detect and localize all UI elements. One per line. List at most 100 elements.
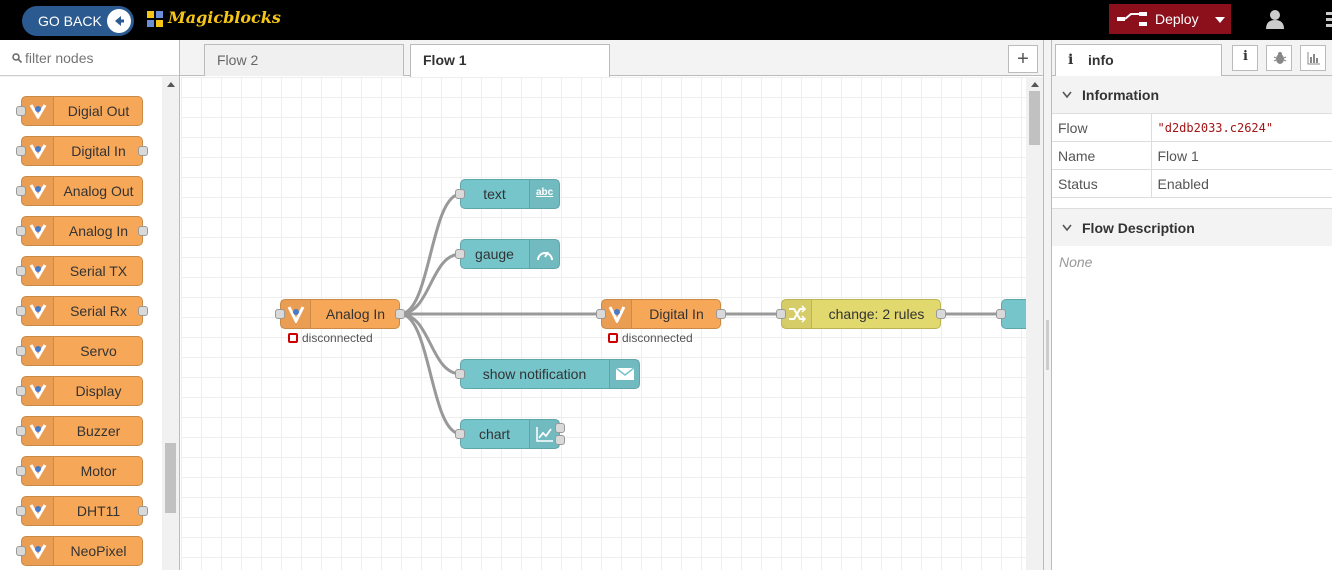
palette-node-label: Buzzer: [76, 423, 121, 439]
node-label: chart: [478, 426, 511, 442]
palette-node[interactable]: NeoPixel: [16, 536, 143, 566]
filter-nodes-input[interactable]: [25, 48, 170, 68]
wire-analog-to-gauge: [399, 252, 462, 316]
palette-node[interactable]: Serial Rx: [16, 296, 148, 326]
scroll-up-icon[interactable]: [1031, 82, 1039, 87]
flow-node-text[interactable]: text abc: [455, 179, 560, 209]
output-port[interactable]: [395, 309, 405, 319]
input-port[interactable]: [455, 189, 465, 199]
flow-node-gauge[interactable]: gauge: [455, 239, 560, 269]
row-value: "d2db2033.c2624": [1150, 113, 1332, 142]
go-back-button[interactable]: GO BACK: [22, 6, 134, 36]
dashboard-tab-button[interactable]: [1300, 45, 1326, 71]
input-port: [16, 346, 26, 356]
wire-analog-to-text: [399, 192, 462, 316]
information-section-header[interactable]: Information: [1052, 76, 1332, 114]
row-key: Flow: [1052, 113, 1152, 142]
input-port[interactable]: [455, 249, 465, 259]
palette-node[interactable]: Servo: [16, 336, 143, 366]
debug-tab-button[interactable]: [1266, 45, 1292, 71]
deploy-label: Deploy: [1155, 11, 1199, 27]
output-port[interactable]: [936, 309, 946, 319]
magicblocks-node-icon: [602, 300, 632, 328]
line-chart-icon: [529, 420, 559, 448]
flow-node-chart[interactable]: chart: [455, 419, 565, 449]
magicblocks-node-icon: [22, 537, 54, 565]
palette-node[interactable]: Digital In: [16, 136, 148, 166]
palette-node[interactable]: DHT11: [16, 496, 148, 526]
palette-node-label: Analog Out: [63, 183, 134, 199]
palette-node[interactable]: Analog In: [16, 216, 148, 246]
deploy-button[interactable]: Deploy: [1109, 4, 1231, 34]
palette-node[interactable]: Buzzer: [16, 416, 143, 446]
info-tab-button[interactable]: i: [1232, 45, 1258, 71]
splitter-grip[interactable]: [1046, 320, 1049, 370]
tab-info[interactable]: i info: [1055, 44, 1222, 77]
output-port: [138, 506, 148, 516]
palette-scrollbar[interactable]: [162, 77, 179, 570]
palette-node-label: Servo: [80, 343, 117, 359]
table-row: Status Enabled: [1052, 169, 1332, 198]
input-port[interactable]: [455, 429, 465, 439]
palette-search: [0, 40, 179, 76]
magicblocks-node-icon: [22, 417, 54, 445]
row-value: Enabled: [1150, 169, 1332, 198]
flow-canvas[interactable]: Analog In disconnected Digital In discon…: [181, 77, 1026, 570]
input-port: [16, 506, 26, 516]
tab-flow-2[interactable]: Flow 2: [204, 44, 404, 76]
deploy-icon: [1117, 12, 1147, 26]
palette-node[interactable]: Analog Out: [16, 176, 143, 206]
table-row: Name Flow 1: [1052, 141, 1332, 170]
wire-analog-to-chart: [399, 312, 462, 436]
output-port[interactable]: [716, 309, 726, 319]
magicblocks-node-icon: [22, 337, 54, 365]
deploy-caret-icon[interactable]: [1215, 17, 1225, 23]
app-header: GO BACK Magicblocks Deploy: [0, 0, 1332, 40]
tab-flow-1[interactable]: Flow 1: [410, 44, 610, 77]
tab-label: Flow 2: [217, 52, 259, 68]
input-port: [16, 186, 26, 196]
palette-node[interactable]: Serial TX: [16, 256, 143, 286]
magicblocks-node-icon: [281, 300, 311, 328]
flow-node-offscreen[interactable]: [996, 299, 1026, 329]
output-port[interactable]: [555, 423, 565, 433]
palette-node-label: Display: [75, 383, 122, 399]
palette-node-label: Analog In: [68, 223, 129, 239]
flow-description-section-header[interactable]: Flow Description: [1052, 208, 1332, 246]
input-port[interactable]: [996, 309, 1006, 319]
info-icon: i: [1243, 49, 1248, 64]
input-port: [16, 546, 26, 556]
user-icon[interactable]: [1266, 9, 1284, 29]
input-port[interactable]: [596, 309, 606, 319]
palette-node-label: DHT11: [76, 503, 121, 519]
output-port: [138, 226, 148, 236]
node-status-digital-in: disconnected: [608, 331, 693, 345]
magicblocks-node-icon: [22, 257, 54, 285]
sidebar-splitter[interactable]: [1043, 40, 1052, 570]
canvas-scroll-thumb[interactable]: [1029, 91, 1040, 145]
palette-node[interactable]: Display: [16, 376, 143, 406]
workspace-tabs: Flow 2 Flow 1: [180, 40, 1043, 77]
palette-node[interactable]: Motor: [16, 456, 143, 486]
magicblocks-logo-icon: [147, 11, 163, 27]
output-port[interactable]: [555, 435, 565, 445]
row-key: Name: [1052, 141, 1152, 170]
flow-description-text: None: [1059, 254, 1093, 270]
menu-icon[interactable]: [1326, 12, 1332, 28]
flow-node-analog-in[interactable]: Analog In: [275, 299, 405, 329]
magicblocks-node-icon: [22, 177, 54, 205]
flow-node-notification[interactable]: show notification: [455, 359, 640, 389]
canvas-scrollbar[interactable]: [1026, 77, 1043, 570]
scroll-up-icon[interactable]: [167, 82, 175, 87]
flow-node-digital-in[interactable]: Digital In: [596, 299, 726, 329]
input-port[interactable]: [455, 369, 465, 379]
input-port[interactable]: [275, 309, 285, 319]
input-port: [16, 146, 26, 156]
flow-node-change[interactable]: change: 2 rules: [776, 299, 946, 329]
input-port[interactable]: [776, 309, 786, 319]
magicblocks-node-icon: [22, 97, 54, 125]
add-flow-button[interactable]: +: [1008, 45, 1038, 73]
palette-scroll-thumb[interactable]: [165, 443, 176, 513]
palette-node[interactable]: Digial Out: [16, 96, 143, 126]
output-port: [138, 146, 148, 156]
